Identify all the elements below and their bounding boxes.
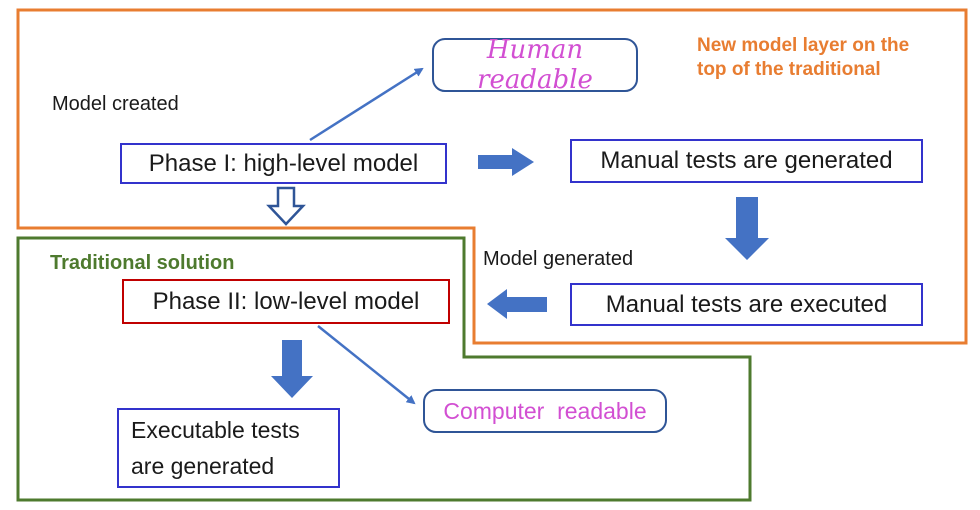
model-generated-label: Model generated (483, 248, 634, 270)
phase2-node: Phase II: low-level model (122, 279, 450, 324)
model-created-label: Model created (52, 93, 179, 115)
manual-tests-executed-node: Manual tests are executed (570, 283, 923, 326)
arrow-right-icon (478, 148, 534, 176)
computer-readable-node: Computer readable (423, 389, 667, 433)
arrow-down-icon (725, 197, 769, 260)
human-readable-node: Human readable (432, 35, 638, 95)
hollow-arrow-down-icon (266, 186, 306, 226)
executable-tests-node: Executable tests are generated (117, 408, 340, 488)
manual-tests-generated-node: Manual tests are generated (570, 139, 923, 183)
arrow-down-icon (271, 340, 313, 398)
new-model-layer-region-outline (16, 8, 968, 345)
arrow-left-icon (487, 289, 547, 319)
new-model-layer-caption: New model layer on the top of the tradit… (697, 35, 910, 80)
phase2-to-computer-readable-arrow-icon (317, 325, 416, 405)
phase1-to-human-readable-arrow-icon (309, 67, 424, 142)
traditional-solution-region-outline (16, 236, 752, 502)
phase1-node: Phase I: high-level model (120, 143, 447, 184)
traditional-solution-caption: Traditional solution (50, 252, 235, 274)
